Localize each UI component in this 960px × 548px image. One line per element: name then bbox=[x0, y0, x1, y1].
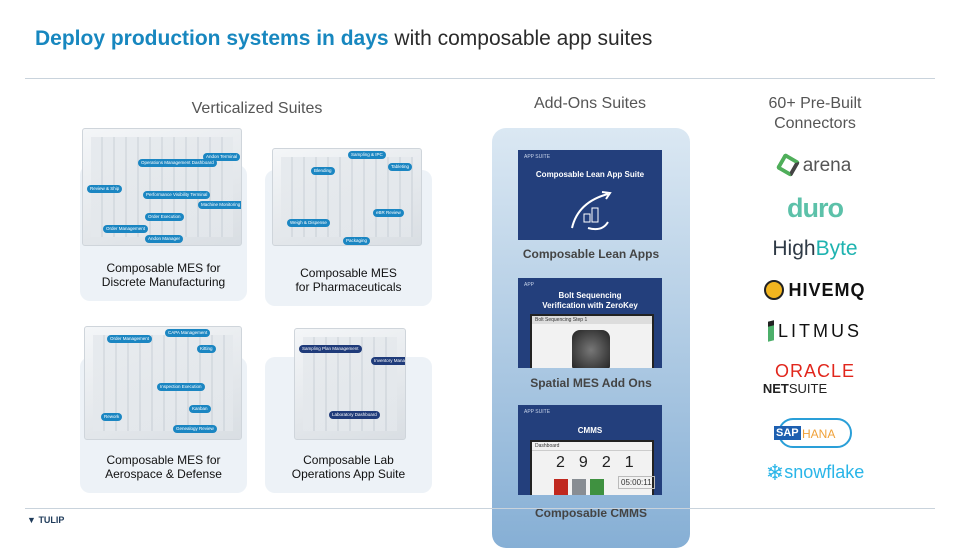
logo-text: SAP bbox=[774, 426, 801, 440]
tile-tag: APP bbox=[524, 282, 535, 288]
bar-gray bbox=[572, 479, 586, 495]
callout: Performance Visibility Terminal bbox=[143, 191, 211, 199]
logo-text: High bbox=[772, 237, 816, 260]
callout: Blending bbox=[311, 167, 335, 175]
callout: Kanban bbox=[189, 405, 211, 413]
callout: Rework bbox=[101, 413, 123, 421]
header-divider bbox=[25, 78, 935, 79]
oracle-logo: ORACLE bbox=[774, 361, 856, 381]
litmus-icon bbox=[767, 320, 774, 342]
suite-label: Composable MES for bbox=[106, 261, 221, 275]
callout: Order Management bbox=[103, 225, 149, 233]
callout: Laboratory Dashboard bbox=[329, 411, 380, 419]
logo-text: Byte bbox=[815, 237, 858, 260]
bolt-part-image bbox=[572, 330, 610, 368]
callout: Machine Monitoring Terminal bbox=[198, 201, 241, 209]
callout: Order Management bbox=[107, 335, 153, 343]
callout: Tableting bbox=[388, 163, 413, 171]
snowflake-icon: ❄ bbox=[765, 460, 785, 485]
tulip-logo: ▼ TULIP bbox=[27, 515, 64, 525]
logo-text: HIVEMQ bbox=[788, 280, 866, 300]
tile-title: CMMS bbox=[577, 426, 603, 435]
litmus-logo: LITMUS bbox=[750, 320, 880, 342]
callout: CAPA Management bbox=[165, 329, 211, 337]
bar-green bbox=[590, 479, 604, 495]
addon-label: Composable CMMS bbox=[534, 506, 647, 520]
connectors-heading: 60+ Pre-Built Connectors bbox=[768, 95, 862, 132]
addons-heading: Add-Ons Suites bbox=[533, 95, 647, 112]
logo-text: HANA bbox=[802, 427, 836, 441]
callout: Inspection Execution bbox=[157, 383, 205, 391]
screen-title: Dashboard bbox=[532, 442, 652, 451]
suite-label: Discrete Manufacturing bbox=[101, 275, 226, 289]
callout: Inventory Management bbox=[371, 357, 405, 365]
snowflake-logo: ❄snowflake bbox=[750, 460, 880, 486]
callout: Operations Management Dashboard bbox=[138, 159, 217, 167]
callout: Genealogy Review bbox=[173, 425, 217, 433]
tile-title: Composable Lean App Suite bbox=[535, 170, 645, 179]
lab-illustration: Sampling Plan Management Inventory Manag… bbox=[294, 328, 406, 440]
app-screenshot: Bolt Sequencing Step 1 bbox=[530, 314, 654, 368]
callout: Sampling Plan Management bbox=[299, 345, 362, 353]
count-value: 1 bbox=[624, 454, 634, 471]
pharma-facility-illustration: Sampling & IPC Blending Tableting eBR Re… bbox=[272, 148, 422, 246]
callout: Andon Terminal bbox=[203, 153, 241, 161]
verticalized-heading: Verticalized Suites bbox=[191, 100, 323, 117]
tile-tag: APP SUITE bbox=[524, 154, 551, 160]
logo-text: SUITE bbox=[788, 381, 828, 396]
addon-tile-spatial[interactable]: APP Bolt Sequencing Verification with Ze… bbox=[518, 278, 662, 368]
growth-chart-icon bbox=[571, 191, 612, 231]
suite-label: Aerospace & Defense bbox=[105, 467, 222, 481]
suite-label: Composable MES bbox=[300, 266, 397, 280]
hivemq-bee-icon bbox=[764, 280, 785, 300]
callout: Kitting bbox=[197, 345, 216, 353]
timer: 05:00:11 bbox=[618, 476, 655, 489]
screen-title: Bolt Sequencing Step 1 bbox=[532, 316, 652, 324]
footer-divider bbox=[25, 508, 935, 509]
bar-red bbox=[554, 479, 568, 495]
logo-text: LITMUS bbox=[777, 321, 862, 341]
suite-label: for Pharmaceuticals bbox=[295, 280, 402, 294]
brand-text: TULIP bbox=[38, 515, 65, 525]
count-value: 2 bbox=[601, 454, 611, 471]
highbyte-logo: HighByte bbox=[750, 237, 880, 261]
aerospace-facility-illustration: CAPA Management Order Management Kitting… bbox=[84, 326, 242, 440]
logo-text: arena bbox=[802, 155, 852, 176]
suite-label: Composable Lab bbox=[303, 453, 394, 467]
duro-logo: duro bbox=[787, 193, 844, 223]
suite-label: Composable MES for bbox=[106, 453, 221, 467]
addons-panel: APP SUITE Composable Lean App Suite Comp… bbox=[492, 128, 690, 548]
hivemq-logo: HIVEMQ bbox=[750, 280, 880, 301]
count-value: 9 bbox=[578, 454, 588, 471]
addon-label: Spatial MES Add Ons bbox=[530, 376, 652, 390]
discrete-factory-illustration: Andon Terminal Operations Management Das… bbox=[82, 128, 242, 246]
logo-text: NET bbox=[762, 381, 789, 396]
callout: Weigh & Dispense bbox=[287, 219, 330, 227]
slide-title: Deploy production systems in days with c… bbox=[35, 27, 652, 51]
tile-title: Bolt Sequencing Verification with ZeroKe… bbox=[542, 291, 638, 310]
addon-tile-lean[interactable]: APP SUITE Composable Lean App Suite bbox=[518, 150, 662, 240]
count-value: 2 bbox=[556, 454, 565, 471]
callout: Sampling & IPC bbox=[348, 151, 386, 159]
title-highlight: Deploy production systems in days bbox=[35, 27, 389, 50]
arena-icon bbox=[775, 152, 800, 178]
callout: Order Execution bbox=[145, 213, 184, 221]
arena-logo: arena bbox=[750, 152, 880, 178]
callout: Review & Ship bbox=[87, 185, 123, 193]
tulip-icon: ▼ bbox=[27, 515, 36, 525]
netsuite-logo: NETSUITE bbox=[730, 381, 860, 396]
addon-label: Composable Lean Apps bbox=[522, 247, 660, 261]
suite-label: Operations App Suite bbox=[291, 467, 406, 481]
tile-tag: APP SUITE bbox=[524, 409, 551, 415]
callout: Andon Manager bbox=[145, 235, 184, 243]
callout: Packaging bbox=[343, 237, 371, 245]
callout: eBR Review bbox=[373, 209, 404, 217]
logo-text: snowflake bbox=[784, 462, 865, 482]
title-rest: with composable app suites bbox=[388, 27, 653, 50]
